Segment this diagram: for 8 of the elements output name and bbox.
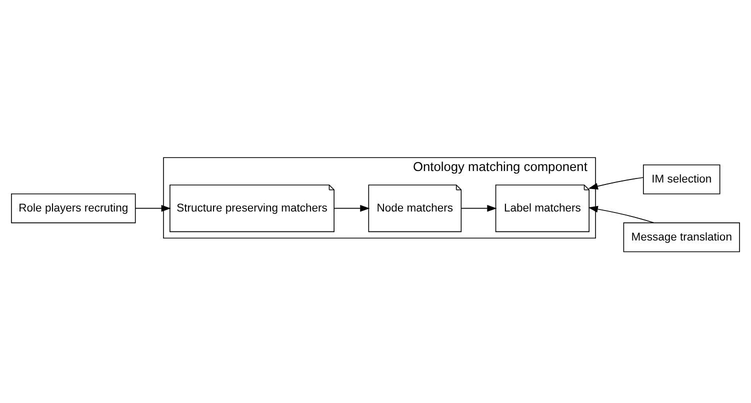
arrow — [588, 206, 654, 224]
arrow — [334, 204, 370, 212]
node-box: Role players recruting — [11, 193, 136, 224]
node-box: IM selection — [643, 164, 720, 194]
arrow — [460, 204, 497, 212]
arrow — [588, 177, 644, 190]
arrow — [134, 204, 171, 212]
node-box: Message translation — [623, 222, 740, 252]
